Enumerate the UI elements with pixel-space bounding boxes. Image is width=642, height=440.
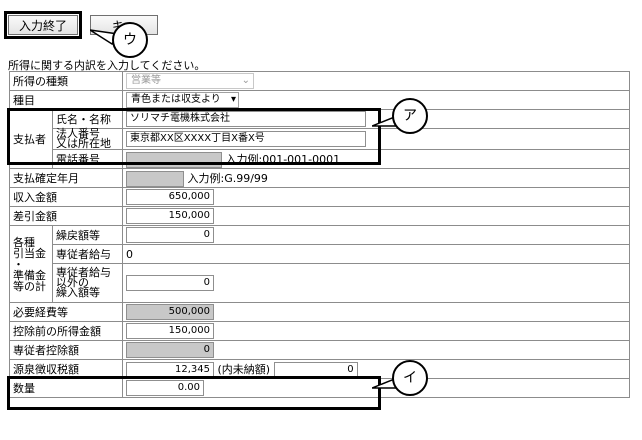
expenses-input: 500,000	[126, 304, 214, 320]
income-type-select[interactable]: 営業等 ⌄	[126, 73, 254, 89]
payment-date-hint: 入力例:G.99/99	[187, 171, 268, 185]
family-salary-cell: 0	[122, 244, 630, 264]
income-form-table: 所得の種類 営業等 ⌄ 種目 青色または収支より ▾ 支払者 氏名・名称 ソリマ…	[9, 71, 630, 398]
group-label-4: 準備金	[13, 268, 46, 282]
family-salary-value: 0	[126, 247, 133, 261]
net-amount-cell: 150,000	[122, 206, 630, 226]
net-amount-input[interactable]: 150,000	[126, 208, 214, 224]
callout-a: ア	[392, 98, 428, 134]
callout-i: イ	[392, 360, 428, 396]
income-type-label: 所得の種類	[9, 71, 123, 91]
payer-address-input[interactable]: 東京都XX区XXXX丁目X番X号	[126, 131, 366, 147]
highlight-payer-box	[7, 108, 381, 165]
reversal-label: 繰戻額等	[52, 225, 123, 245]
payment-date-label: 支払確定年月	[9, 168, 123, 188]
group-label-1: 各種	[13, 235, 35, 249]
pre-deduction-label: 控除前の所得金額	[9, 321, 123, 341]
callout-u: ウ	[112, 22, 148, 58]
group-label-3: ・	[13, 257, 24, 271]
expenses-label: 必要経費等	[9, 302, 123, 322]
payer-label: 支払者	[9, 109, 53, 169]
unpaid-label: (内未納額)	[217, 362, 271, 376]
other-transfer-label-1: 専従者給与	[56, 266, 111, 279]
other-transfer-cell: 0	[122, 263, 630, 303]
toolbar: 入力終了 キャ	[0, 0, 642, 39]
group-label-2: 引当金	[13, 246, 46, 260]
payer-name-cell: ソリマチ電機株式会社	[122, 109, 630, 129]
income-amount-cell: 650,000	[122, 187, 630, 207]
family-salary-label: 専従者給与	[52, 244, 123, 264]
payer-name-input[interactable]: ソリマチ電機株式会社	[126, 111, 366, 127]
other-transfer-label: 専従者給与 以外の 繰入額等	[52, 263, 123, 303]
finish-input-button[interactable]: 入力終了	[4, 11, 82, 39]
reserve-group-label: 各種 引当金 ・ 準備金 等の計	[9, 225, 53, 303]
income-amount-input[interactable]: 650,000	[126, 189, 214, 205]
payment-date-input[interactable]	[126, 170, 184, 187]
category-value: 青色または収支より	[131, 94, 221, 105]
family-deduction-input: 0	[126, 342, 214, 358]
pre-deduction-input[interactable]: 150,000	[126, 323, 214, 339]
family-deduction-label: 専従者控除額	[9, 340, 123, 360]
expenses-cell: 500,000	[122, 302, 630, 322]
income-amount-label: 収入金額	[9, 187, 123, 207]
payment-date-cell: 入力例:G.99/99	[122, 168, 630, 188]
address-label-1: 法人番号	[56, 127, 100, 140]
quantity-input[interactable]: 0.00	[126, 380, 204, 396]
group-label-5: 等の計	[13, 279, 46, 293]
quantity-label: 数量	[9, 378, 123, 398]
payer-address-label: 法人番号又は所在地	[52, 127, 123, 150]
category-cell: 青色または収支より ▾	[122, 90, 630, 110]
withholding-label: 源泉徴収税額	[9, 359, 123, 379]
other-transfer-label-3: 繰入額等	[56, 286, 100, 299]
category-select[interactable]: 青色または収支より ▾	[126, 92, 239, 108]
highlight-withholding-box	[7, 376, 381, 410]
income-type-cell: 営業等 ⌄	[122, 71, 630, 91]
net-amount-label: 差引金額	[9, 206, 123, 226]
other-transfer-label-2: 以外の	[56, 276, 89, 289]
intro-text: 所得に関する内訳を入力してください。	[8, 59, 206, 72]
category-label: 種目	[9, 90, 123, 110]
family-deduction-cell: 0	[122, 340, 630, 360]
pre-deduction-cell: 150,000	[122, 321, 630, 341]
reversal-input[interactable]: 0	[126, 227, 214, 243]
other-transfer-input[interactable]: 0	[126, 275, 214, 291]
address-label-2: 又は所在地	[56, 137, 111, 150]
chevron-down-icon: ▾	[230, 94, 236, 105]
income-type-value: 営業等	[131, 75, 161, 86]
payer-name-label: 氏名・名称	[52, 109, 123, 129]
reversal-cell: 0	[122, 225, 630, 245]
chevron-down-icon: ⌄	[241, 75, 250, 86]
